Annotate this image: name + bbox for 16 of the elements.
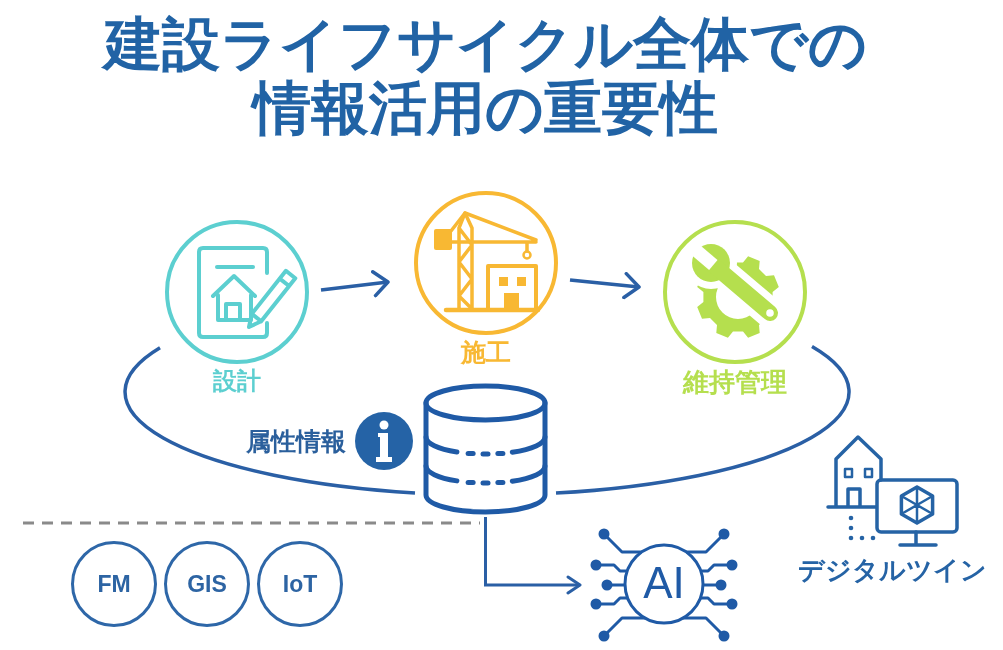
chip-label: AI bbox=[643, 561, 685, 605]
stage-label: 設計 bbox=[213, 368, 261, 396]
stage-label: 維持管理 bbox=[683, 368, 787, 398]
icon-caption: デジタルツイン bbox=[797, 556, 987, 586]
topic-circle: FM bbox=[71, 541, 157, 627]
caption-label: 属性情報 bbox=[246, 428, 346, 457]
database-cylinder bbox=[423, 383, 548, 515]
arrow bbox=[320, 270, 390, 298]
stage-label: 施工 bbox=[461, 339, 511, 368]
connector-line bbox=[555, 345, 851, 495]
connector-line bbox=[123, 346, 416, 495]
arrow bbox=[569, 271, 641, 300]
title: 建設ライフサイクル全体での情報活用の重要性 bbox=[100, 12, 868, 140]
topic-circle: GIS bbox=[164, 541, 250, 627]
topic-circle: IoT bbox=[257, 541, 343, 627]
arrow bbox=[484, 517, 582, 595]
